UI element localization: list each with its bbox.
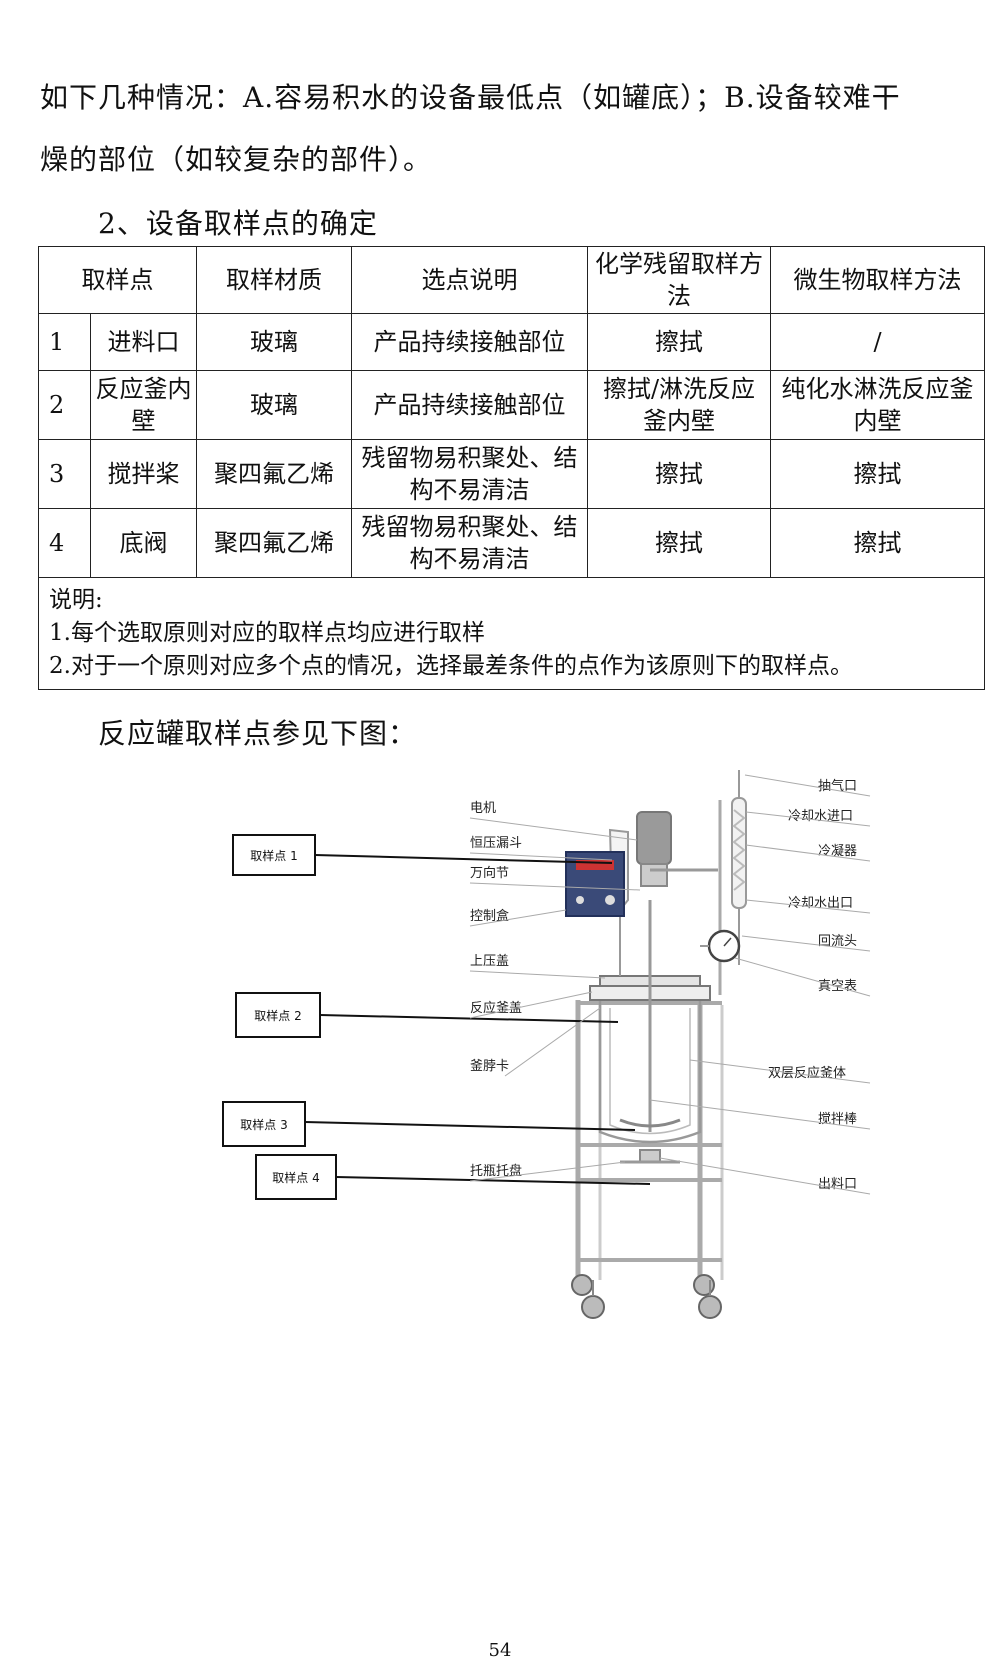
- row-number: 4: [38, 508, 91, 578]
- table-notes: 说明: 1.每个选取原则对应的取样点均应进行取样 2.对于一个原则对应多个点的情…: [38, 577, 985, 690]
- row-number: 3: [38, 439, 91, 509]
- row-micro-method: /: [770, 313, 985, 371]
- row-chem-method: 擦拭: [587, 313, 771, 371]
- row-micro-method: 纯化水淋洗反应釜内壁: [770, 370, 985, 440]
- notes-heading: 说明:: [49, 587, 103, 613]
- part-label: 出料口: [818, 1177, 857, 1192]
- header-material: 取样材质: [196, 246, 352, 314]
- table-row: 2 反应釜内壁 玻璃 产品持续接触部位 擦拭/淋洗反应釜内壁 纯化水淋洗反应釜内…: [38, 370, 985, 440]
- part-label: 电机: [470, 801, 496, 816]
- table-row: 1 进料口 玻璃 产品持续接触部位 擦拭 /: [38, 313, 985, 371]
- row-chem-method: 擦拭: [587, 439, 771, 509]
- paragraph-continuation: 如下几种情况：A.容易积水的设备最低点（如罐底）；B.设备较难干: [40, 81, 901, 114]
- part-label: 釜脖卡: [470, 1058, 509, 1074]
- row-chem-method: 擦拭: [587, 508, 771, 578]
- part-label: 万向节: [470, 865, 509, 881]
- row-material: 玻璃: [196, 370, 352, 440]
- figure-intro: 反应罐取样点参见下图：: [98, 717, 418, 750]
- sampling-point-label: 取样点 4: [272, 1170, 319, 1185]
- row-number: 1: [38, 313, 91, 371]
- sampling-point-label: 取样点 2: [254, 1008, 301, 1023]
- row-description: 残留物易积聚处、结构不易清洁: [351, 439, 588, 509]
- part-label: 冷却水出口: [788, 896, 853, 911]
- note-item: 1.每个选取原则对应的取样点均应进行取样: [49, 620, 485, 646]
- row-micro-method: 擦拭: [770, 439, 985, 509]
- part-label: 冷凝器: [818, 843, 857, 859]
- row-material: 聚四氟乙烯: [196, 439, 352, 509]
- table-header-row: 取样点 取样材质 选点说明 化学残留取样方法 微生物取样方法: [38, 246, 985, 314]
- row-point: 搅拌桨: [90, 439, 197, 509]
- right-part-labels: 抽气口 冷却水进口 冷凝器 冷却水出口 回流头 真空表 双层反应釜体 搅拌棒 出…: [649, 774, 871, 1195]
- row-material: 聚四氟乙烯: [196, 508, 352, 578]
- part-label: 上压盖: [470, 954, 509, 969]
- part-label: 冷却水进口: [788, 809, 853, 824]
- part-label: 回流头: [818, 934, 857, 949]
- left-part-labels: 电机 恒压漏斗 万向节 控制盒 上压盖 反应釜盖 釜脖卡 托瓶托盘: [469, 801, 641, 1182]
- paragraph-continuation-end: 燥的部位（如较复杂的部件）。: [40, 143, 433, 176]
- row-description: 残留物易积聚处、结构不易清洁: [351, 508, 588, 578]
- part-label: 恒压漏斗: [470, 835, 522, 851]
- sampling-point-label: 取样点 3: [240, 1117, 287, 1132]
- row-material: 玻璃: [196, 313, 352, 371]
- section-title: 2、设备取样点的确定: [98, 207, 378, 240]
- header-micro-method: 微生物取样方法: [770, 246, 985, 314]
- sampling-point-callouts: 取样点 1 取样点 2 取样点 3 取样点 4: [222, 834, 651, 1200]
- header-description: 选点说明: [351, 246, 588, 314]
- part-label: 托瓶托盘: [470, 1163, 522, 1179]
- row-number: 2: [38, 370, 91, 440]
- part-label: 反应釜盖: [470, 1000, 522, 1016]
- part-label: 抽气口: [818, 778, 857, 794]
- row-chem-method: 擦拭/淋洗反应釜内壁: [587, 370, 771, 440]
- part-label: 控制盒: [470, 908, 509, 924]
- table-row: 4 底阀 聚四氟乙烯 残留物易积聚处、结构不易清洁 擦拭 擦拭: [38, 508, 985, 578]
- row-point: 反应釜内壁: [90, 370, 197, 440]
- sampling-point-table: 取样点 取样材质 选点说明 化学残留取样方法 微生物取样方法 1 进料口 玻璃 …: [38, 246, 985, 690]
- note-item: 2.对于一个原则对应多个点的情况，选择最差条件的点作为该原则下的取样点。: [49, 653, 853, 679]
- page-number: 54: [488, 1640, 512, 1661]
- row-description: 产品持续接触部位: [351, 313, 588, 371]
- row-description: 产品持续接触部位: [351, 370, 588, 440]
- header-sampling-point: 取样点: [38, 246, 197, 314]
- row-point: 底阀: [90, 508, 197, 578]
- sampling-point-label: 取样点 1: [250, 848, 297, 863]
- header-chem-method: 化学残留取样方法: [587, 246, 771, 314]
- row-point: 进料口: [90, 313, 197, 371]
- table-row: 3 搅拌桨 聚四氟乙烯 残留物易积聚处、结构不易清洁 擦拭 擦拭: [38, 439, 985, 509]
- row-micro-method: 擦拭: [770, 508, 985, 578]
- table-notes-row: 说明: 1.每个选取原则对应的取样点均应进行取样 2.对于一个原则对应多个点的情…: [38, 577, 985, 690]
- reactor-drawing: [565, 770, 747, 1319]
- reactor-diagram: 取样点 1 取样点 2 取样点 3 取样点 4 电机 恒压漏斗 万向节 控制盒 …: [222, 770, 871, 1319]
